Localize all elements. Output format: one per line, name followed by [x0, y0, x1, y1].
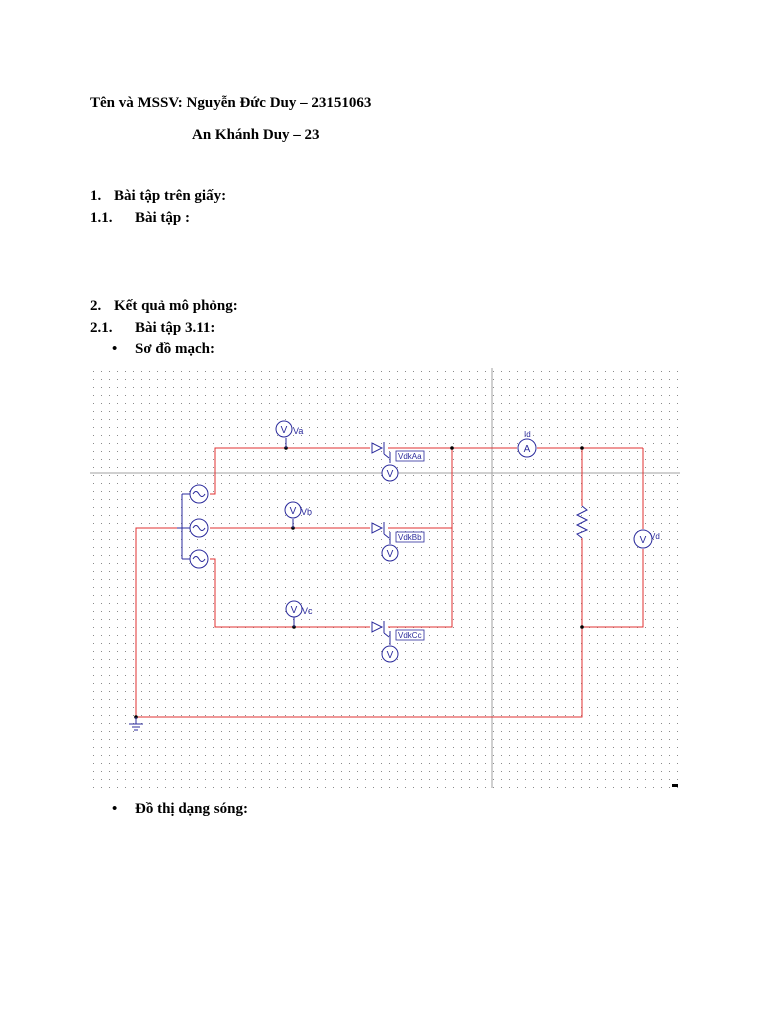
probe-label: Va [293, 426, 303, 436]
voltmeter-vc: V Vc [285, 600, 313, 627]
ground-icon [129, 717, 143, 731]
author-line-2: An Khánh Duy – 23 [192, 127, 320, 143]
bullet-icon: • [112, 341, 118, 357]
voltmeter-va: V Va [275, 420, 303, 448]
section-title: Bài tập : [135, 210, 191, 226]
bullet-item: • Sơ đồ mạch: [112, 340, 215, 358]
voltmeter-vd: V Vd [633, 529, 660, 549]
voltmeter-icon: V [387, 469, 394, 480]
author-line: Tên và MSSV: Nguyễn Đức Duy – 23151063 [90, 95, 372, 111]
section-heading: 1. Bài tập trên giấy: [90, 187, 226, 205]
voltmeter-icon: V [281, 425, 288, 436]
bullet-text: Sơ đồ mạch: [135, 341, 215, 357]
subsection-heading: 2.1. Bài tập 3.11: [90, 319, 215, 337]
section-heading: 2. Kết quả mô phỏng: [90, 297, 238, 315]
ac-sources [177, 484, 209, 569]
voltmeter-icon: V [387, 549, 394, 560]
gate-label: VdkAa [398, 452, 422, 461]
gate-label: VdkBb [398, 533, 422, 542]
circuit-schematic: V Va V Vb V Vc VdkAa V VdkBb V [90, 368, 680, 788]
section-title: Bài tập trên giấy: [114, 188, 227, 204]
gate-label: VdkCc [398, 631, 422, 640]
grid-background [90, 368, 680, 788]
ammeter-label: Id [524, 430, 531, 439]
section-number: 1.1. [90, 210, 113, 226]
voltmeter-icon: V [387, 650, 394, 661]
probe-label: Vb [301, 507, 312, 517]
resistor-icon [575, 505, 589, 539]
section-number: 2.1. [90, 320, 113, 336]
voltmeter-icon: V [291, 605, 298, 616]
subsection-heading: 1.1. Bài tập : [90, 209, 190, 227]
section-number: 1. [90, 188, 102, 204]
section-title: Bài tập 3.11: [135, 320, 216, 336]
section-number: 2. [90, 298, 102, 314]
junctions [134, 446, 584, 719]
page-mark [672, 784, 678, 787]
thyristor-b: VdkBb V [371, 522, 425, 562]
probe-label: Vd [650, 532, 660, 541]
bullet-icon: • [112, 801, 118, 817]
wires [135, 447, 644, 718]
probe-label: Vc [302, 606, 313, 616]
voltmeter-icon: V [290, 506, 297, 517]
bullet-text: Đồ thị dạng sóng: [135, 801, 248, 817]
section-title: Kết quả mô phỏng: [114, 298, 238, 314]
thyristor-c: VdkCc V [371, 621, 425, 663]
ammeter-icon: A [524, 444, 531, 455]
thyristor-a: VdkAa V [371, 442, 425, 482]
bullet-item: • Đồ thị dạng sóng: [112, 800, 248, 818]
voltmeter-icon: V [640, 535, 647, 546]
voltmeter-vb: V Vb [284, 501, 312, 528]
ammeter-id: A Id [517, 430, 537, 458]
